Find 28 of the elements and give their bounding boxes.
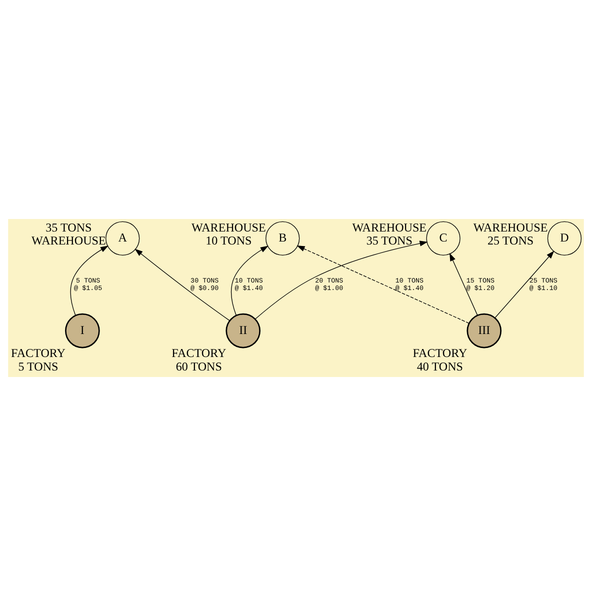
node-circle: A — [106, 220, 140, 255]
node-label: WAREHOUSE — [192, 220, 266, 234]
node-label: 35 TONS — [366, 233, 412, 248]
node-label: 60 TONS — [176, 359, 222, 374]
node-circle: II — [226, 312, 261, 348]
node-label: 5 TONS — [18, 359, 58, 374]
node-label: WAREHOUSE — [32, 233, 106, 248]
arrow — [134, 248, 230, 321]
node-label: 25 TONS — [488, 233, 534, 248]
arrow — [231, 245, 268, 316]
node-label: FACTORY — [172, 346, 226, 360]
node-label: 40 TONS — [416, 359, 463, 374]
node-circle: B — [266, 220, 300, 255]
arrow — [494, 250, 554, 318]
arrow — [254, 240, 428, 319]
node-label: 35 TONS — [46, 220, 92, 234]
node-circle: III — [466, 312, 502, 348]
arrow — [70, 245, 108, 316]
arrow — [296, 244, 470, 324]
node-label: FACTORY — [412, 346, 468, 360]
node-circle: D — [547, 220, 582, 255]
node-label: WAREHOUSE — [473, 220, 548, 234]
node-label: FACTORY — [11, 346, 66, 360]
node-circle: C — [426, 220, 460, 255]
node-circle: I — [65, 312, 100, 348]
arrow — [450, 252, 478, 316]
node-label: 10 TONS — [206, 233, 252, 248]
node-label: WAREHOUSE — [352, 220, 427, 234]
